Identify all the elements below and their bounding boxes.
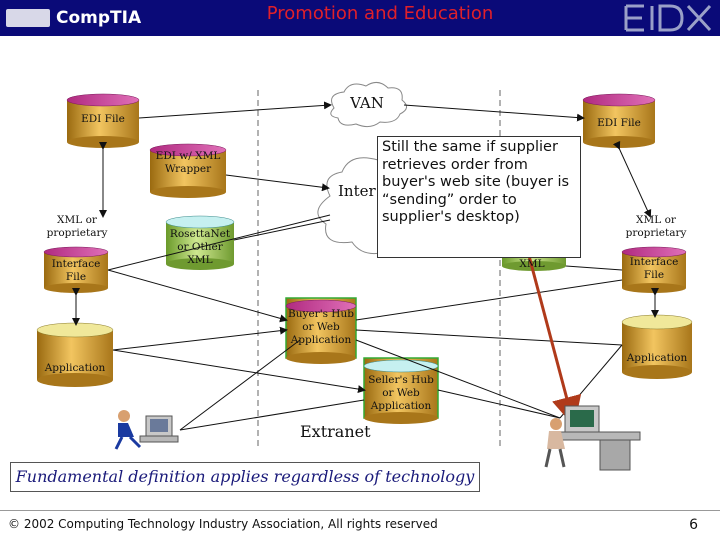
edi-xml-wrapper-label: EDI w/ XML Wrapper (155, 150, 221, 176)
right-application-label: Application (626, 352, 688, 364)
edi-xml-wrapper-cylinder (149, 143, 227, 198)
sellers-hub-cylinder (363, 357, 439, 424)
right-interface-file-cylinder (621, 246, 687, 293)
logo-left-text: CompTIA (56, 8, 142, 28)
left-interface-file-cylinder (43, 246, 109, 293)
comptia-logo: CompTIA (6, 5, 176, 31)
page-number: 6 (689, 517, 698, 533)
right-xml-proprietary-label: XML or proprietary (625, 214, 687, 239)
right-interface-file-label: Interface File (629, 256, 679, 282)
left-xml-proprietary-label: XML or proprietary (46, 214, 108, 239)
eidx-logo-text: EIDX (668, 21, 671, 23)
sellers-hub-label: Seller's Hub or Web Application (368, 374, 434, 413)
eidx-logo: EIDX (620, 2, 716, 34)
callout-note: Still the same if supplier retrieves ord… (377, 136, 581, 258)
fundamental-banner: Fundamental definition applies regardles… (10, 462, 480, 492)
van-label: VAN (349, 94, 384, 112)
copyright-text: © 2002 Computing Technology Industry Ass… (8, 517, 438, 531)
extranet-label: Extranet (300, 422, 371, 441)
logo-badge-icon (6, 9, 50, 27)
van-cloud (330, 82, 407, 128)
page-title: Promotion and Education (266, 3, 494, 24)
buyers-hub-label: Buyer's Hub or Web Application (288, 308, 354, 347)
header-bar (0, 0, 720, 36)
internet-label: Inter (338, 182, 376, 200)
right-xml-label: XML (519, 258, 545, 270)
diagram-canvas: VAN Inter Extranet (36, 82, 693, 471)
left-application-cylinder (36, 322, 114, 387)
rosettanet-cylinder (165, 215, 235, 270)
left-application-label: Application (44, 362, 106, 374)
left-edi-file-label: EDI File (81, 113, 125, 125)
buyers-hub-cylinder (285, 297, 357, 364)
right-edi-file-label: EDI File (597, 117, 641, 129)
buyer-user-icon (114, 410, 179, 450)
supplier-user-icon (544, 405, 641, 471)
right-edi-file-cylinder (582, 93, 656, 148)
right-application-cylinder (621, 314, 693, 379)
footer-divider (0, 510, 720, 511)
rosettanet-label: RosettaNet or Other XML (169, 228, 231, 267)
left-interface-file-label: Interface File (51, 258, 101, 284)
note-pointer-arrow (526, 251, 582, 427)
